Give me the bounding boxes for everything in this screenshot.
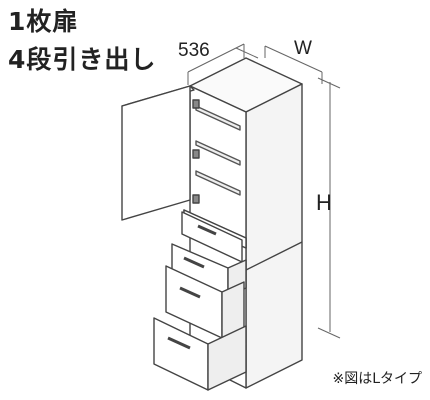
- title-line-1: 1枚扉: [8, 7, 79, 36]
- hinges: [192, 99, 200, 204]
- drawer-4: [153, 317, 247, 391]
- height-dimension-line: [317, 77, 341, 339]
- height-label: H: [316, 190, 332, 215]
- width-label: W: [294, 38, 312, 59]
- figure-note: ※図はLタイプ: [332, 371, 422, 387]
- depth-label: 536: [178, 40, 210, 61]
- depth-dimension-line: [187, 43, 259, 85]
- open-door: [121, 85, 195, 221]
- width-dimension-line: [264, 45, 323, 84]
- title-line-2: 4段引き出し: [8, 45, 157, 74]
- drawer-1: [181, 209, 247, 263]
